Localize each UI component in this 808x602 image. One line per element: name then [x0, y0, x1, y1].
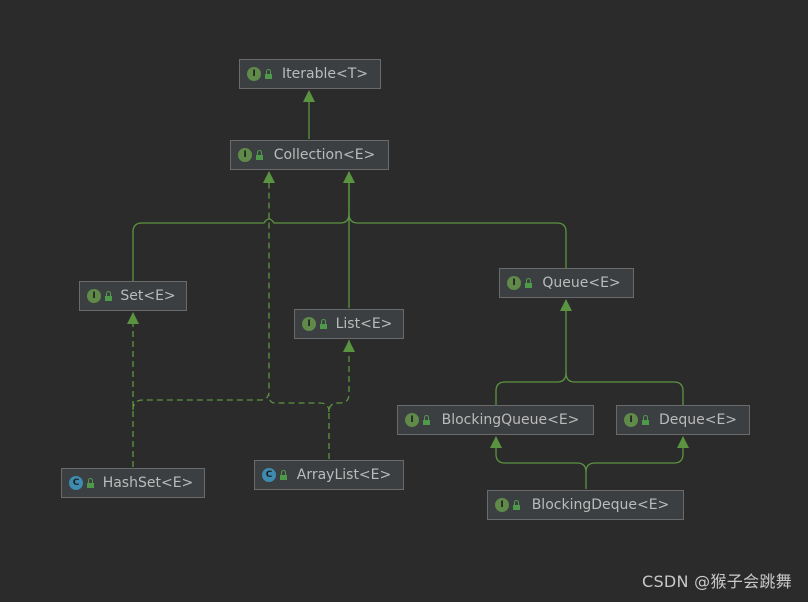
node-collection[interactable]: I Collection<E> — [230, 140, 389, 170]
node-label: HashSet<E> — [102, 475, 194, 491]
edge-hashset-collection — [132, 172, 270, 411]
edge-deque-queue — [565, 372, 684, 405]
edge-blockingdeque-deque — [585, 437, 684, 473]
lock-icon — [423, 414, 430, 425]
node-blockingqueue[interactable]: I BlockingQueue<E> — [397, 405, 594, 435]
lock-icon — [105, 290, 112, 301]
node-hashset[interactable]: C HashSet<E> — [61, 468, 205, 498]
node-set[interactable]: I Set<E> — [79, 281, 187, 311]
node-label: BlockingQueue<E> — [441, 412, 580, 428]
node-list[interactable]: I List<E> — [294, 309, 404, 339]
edge-queue-collection — [348, 213, 567, 268]
watermark: CSDN @猴子会跳舞 — [641, 572, 792, 591]
lock-icon — [513, 499, 520, 510]
arrowhead-queue — [560, 299, 572, 311]
edge-blockingdeque-blockingqueue — [495, 437, 587, 489]
node-label: ArrayList<E> — [296, 467, 392, 483]
interface-icon: I — [624, 413, 638, 427]
node-iterable[interactable]: I Iterable<T> — [239, 59, 381, 89]
arrowhead-blockingqueue — [490, 436, 502, 448]
arrowhead-collection-left — [263, 171, 275, 183]
node-label: Iterable<T> — [282, 66, 368, 82]
interface-icon: I — [507, 276, 521, 290]
edge-blockingqueue-queue — [495, 300, 567, 405]
arrowhead-list — [343, 340, 355, 352]
node-blockingdeque[interactable]: I BlockingDeque<E> — [487, 490, 684, 520]
edge-arraylist-collection — [268, 394, 330, 413]
lock-icon — [525, 277, 532, 288]
node-label: Queue<E> — [542, 275, 621, 291]
edge-arraylist-list — [328, 340, 350, 459]
node-label: Collection<E> — [273, 147, 376, 163]
interface-icon: I — [405, 413, 419, 427]
arrowhead-set — [127, 312, 139, 324]
interface-icon: I — [302, 317, 316, 331]
lock-icon — [320, 318, 327, 329]
interface-icon: I — [87, 289, 101, 303]
arrowhead-iterable — [303, 90, 315, 102]
node-deque[interactable]: I Deque<E> — [616, 405, 750, 435]
interface-icon: I — [495, 498, 509, 512]
lock-icon — [280, 469, 287, 480]
node-label: Set<E> — [120, 288, 176, 304]
lock-icon — [265, 68, 272, 79]
edge-set-collection — [132, 172, 350, 281]
lock-icon — [87, 477, 94, 488]
arrowhead-deque — [677, 436, 689, 448]
node-arraylist[interactable]: C ArrayList<E> — [254, 460, 404, 490]
node-label: List<E> — [335, 316, 393, 332]
class-icon: C — [262, 468, 276, 482]
arrowhead-collection-right — [343, 171, 355, 183]
node-queue[interactable]: I Queue<E> — [499, 268, 634, 298]
lock-icon — [642, 414, 649, 425]
interface-icon: I — [247, 67, 261, 81]
lock-icon — [256, 149, 263, 160]
class-icon: C — [69, 476, 83, 490]
node-label: Deque<E> — [658, 412, 738, 428]
interface-icon: I — [238, 148, 252, 162]
node-label: BlockingDeque<E> — [531, 497, 670, 513]
